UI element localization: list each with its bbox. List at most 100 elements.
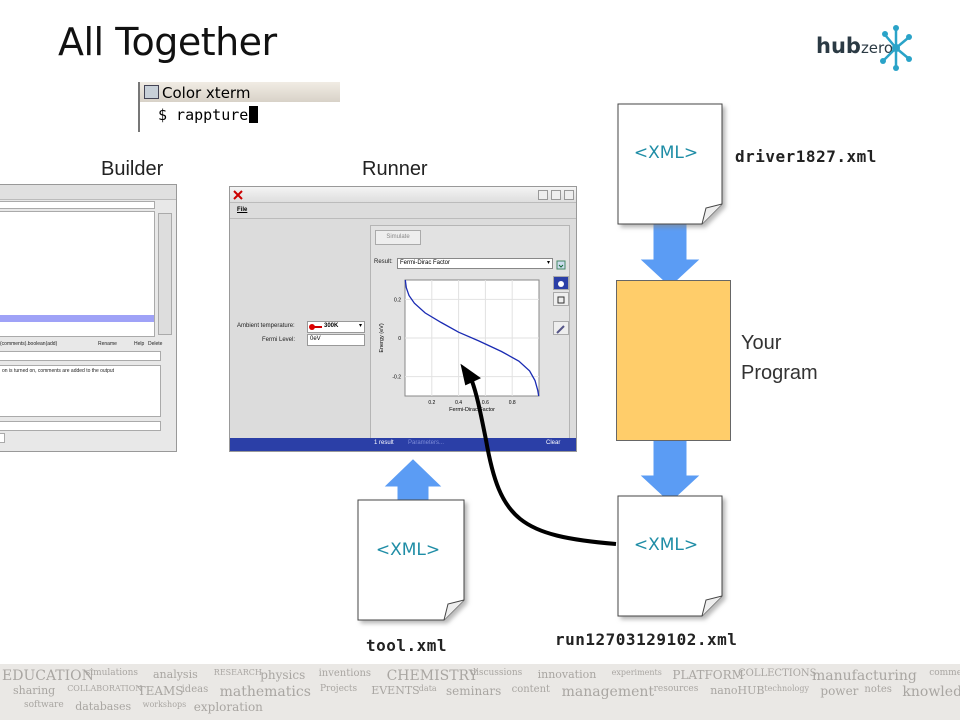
footer-word: physics xyxy=(260,668,306,682)
footer-word: software xyxy=(24,700,64,710)
footer-word: discussions xyxy=(470,668,523,678)
builder-bottom-dropdown[interactable] xyxy=(0,433,5,443)
builder-comments-pane[interactable] xyxy=(0,365,161,417)
dropdown-arrow-icon[interactable]: ▾ xyxy=(358,323,362,329)
arrow-run-to-plot-head xyxy=(460,363,481,386)
clear-button[interactable]: Clear xyxy=(546,440,561,446)
footer-word: resources xyxy=(653,684,699,694)
runner-label: Runner xyxy=(362,158,428,180)
footer-word: analysis xyxy=(153,668,198,681)
ambient-temperature-field[interactable]: 300K ▾ xyxy=(307,321,365,333)
your-program-line1: Your xyxy=(741,332,782,354)
download-icon[interactable] xyxy=(556,257,566,270)
builder-help-button[interactable]: Help xyxy=(134,341,145,347)
footer-word: seminars xyxy=(446,684,502,698)
runner-window[interactable]: File Ambient temperature: 300K ▾ Fermi L… xyxy=(229,186,577,452)
arrow-run-to-plot xyxy=(468,375,617,546)
footer-word: exploration xyxy=(193,700,263,714)
run-xml-tag: <XML> xyxy=(633,535,699,555)
x-tick-label: 0.6 xyxy=(482,400,489,406)
cursor-icon xyxy=(249,106,259,123)
fermi-dirac-curve xyxy=(404,279,540,397)
y-tick-label: 0.2 xyxy=(394,297,401,303)
footer-word: PLATFORM xyxy=(672,668,744,682)
footer-word: EVENTS xyxy=(371,684,420,697)
x-tick-label: 0.4 xyxy=(455,400,462,406)
driver-file-label: driver1827.xml xyxy=(735,147,877,166)
fermi-level-field[interactable]: 0eV xyxy=(307,334,365,346)
footer-word: sharing xyxy=(13,684,56,697)
fermi-level-value: 0eV xyxy=(310,336,321,342)
arrow-program-to-run xyxy=(640,439,700,503)
builder-window[interactable]: (comments).boolean(add) Rename Help Dele… xyxy=(0,184,177,452)
footer-word: innovation xyxy=(537,668,597,681)
your-program-line2: Program xyxy=(741,362,818,384)
x-tick-label: 0.8 xyxy=(509,400,516,406)
xterm-command: $ rappture xyxy=(158,106,249,124)
footer-word: inventions xyxy=(318,668,372,679)
result-panel: Simulate Result: Fermi-Dirac Factor ▾ 0.… xyxy=(370,225,570,445)
menu-file[interactable]: File xyxy=(237,207,248,213)
footer-word: TEAMS xyxy=(137,684,184,698)
y-tick-label: 0 xyxy=(398,336,401,342)
footer-word: ideas xyxy=(181,684,209,695)
footer-word: manufacturing xyxy=(812,668,917,684)
footer-word: COLLECTIONS xyxy=(738,668,817,679)
footer-word: databases xyxy=(75,700,132,713)
footer-word: power xyxy=(820,684,859,698)
builder-rename-button[interactable]: Rename xyxy=(98,341,117,347)
ambient-temperature-value: 300K xyxy=(324,323,339,329)
y-tick-label: -0.2 xyxy=(392,375,401,381)
footer-word: simulations xyxy=(85,668,138,678)
close-button[interactable] xyxy=(564,190,574,200)
builder-field[interactable] xyxy=(0,351,161,361)
run-file-label: run12703129102.xml xyxy=(555,630,738,649)
minimize-button[interactable] xyxy=(538,190,548,200)
maximize-button[interactable] xyxy=(551,190,561,200)
runner-titlebar[interactable] xyxy=(230,187,576,203)
run-xml-document xyxy=(617,495,723,617)
simulate-button[interactable]: Simulate xyxy=(375,230,421,245)
result-count: 1 result xyxy=(374,440,394,446)
parameters-link[interactable]: Parameters... xyxy=(408,440,445,446)
close-x-icon[interactable] xyxy=(233,190,243,200)
builder-selected-row[interactable] xyxy=(0,315,154,322)
result-select[interactable]: Fermi-Dirac Factor ▾ xyxy=(397,258,553,269)
result-select-value: Fermi-Dirac Factor xyxy=(400,260,451,266)
builder-row-label: (comments).boolean(add) xyxy=(0,341,58,347)
footer-word: Projects xyxy=(320,684,358,694)
your-program-label: Your Program xyxy=(741,328,818,388)
select-arrow-icon: ▾ xyxy=(546,260,550,266)
thermometer-icon xyxy=(309,324,322,330)
builder-bottom-field[interactable] xyxy=(0,421,161,431)
hubzero-logo: hubzero xyxy=(812,20,912,76)
builder-delete-button[interactable]: Delete xyxy=(148,341,163,347)
ambient-temperature-label: Ambient temperature: xyxy=(237,323,295,329)
logo-network-icon xyxy=(880,25,912,71)
footer-word: RESEARCH xyxy=(213,668,262,677)
x-axis-label: Fermi-Dirac Factor xyxy=(449,407,495,413)
arrow-driver-to-program xyxy=(640,221,700,287)
result-label: Result: xyxy=(374,259,393,265)
footer-word: content xyxy=(511,684,551,695)
logo-hub: hub xyxy=(816,34,861,58)
footer-word: mathematics xyxy=(219,684,311,700)
footer-word: nanoHUB xyxy=(710,684,765,697)
builder-titlebar[interactable] xyxy=(0,185,176,200)
tool-xml-tag: <XML> xyxy=(375,540,441,560)
footer-word: knowledge xyxy=(902,684,960,700)
result-view-button[interactable] xyxy=(553,276,569,290)
edit-plot-button[interactable] xyxy=(553,321,569,335)
tool-xml-document xyxy=(357,499,465,621)
footer-word: CHEMISTRY xyxy=(386,668,478,684)
builder-scrollbar[interactable] xyxy=(158,213,172,335)
zoom-reset-button[interactable] xyxy=(553,292,569,306)
footer-word: experiments xyxy=(611,668,662,677)
xterm-command-line[interactable]: $ rappture xyxy=(158,106,259,124)
footer-word: data xyxy=(418,684,437,693)
xterm-title: Color xterm xyxy=(162,84,251,102)
builder-label: Builder xyxy=(101,158,164,180)
xterm-window[interactable]: Color xterm $ rappture xyxy=(138,82,340,132)
xterm-titlebar[interactable]: Color xterm xyxy=(140,82,340,102)
